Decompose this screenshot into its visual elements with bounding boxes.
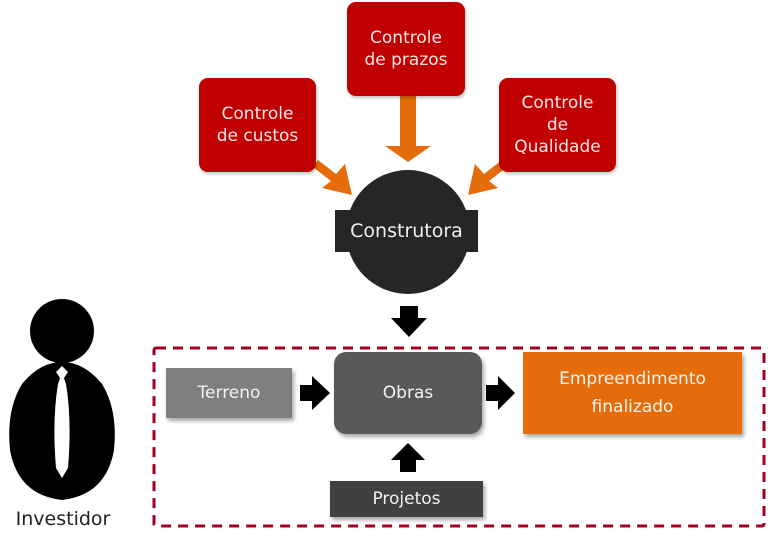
arrow-costs-to-builder: [313, 160, 352, 195]
investor-label: Investidor: [15, 508, 111, 530]
control-quality-label: Controle de Qualidade: [514, 93, 601, 157]
arrow-land-to-works: [300, 376, 330, 410]
finished-label: Empreendimento finalizado: [559, 369, 706, 417]
land-label: Terreno: [197, 383, 261, 403]
control-costs-box: Controle de custos: [199, 78, 316, 172]
investor-icon: [9, 299, 115, 500]
arrow-works-to-finished: [486, 376, 515, 410]
projects-box: Projetos: [330, 481, 483, 517]
projects-label: Projetos: [372, 489, 441, 509]
arrow-quality-to-builder: [468, 160, 507, 195]
builder-label: Construtora: [350, 220, 463, 242]
control-costs-label: Controle de custos: [216, 104, 299, 146]
land-box: Terreno: [166, 368, 292, 418]
control-deadlines-label: Controle de prazos: [364, 28, 448, 70]
control-deadlines-box: Controle de prazos: [347, 2, 465, 96]
arrow-builder-to-works: [391, 306, 427, 337]
works-label: Obras: [382, 383, 434, 403]
project-scope-frame: [152, 346, 766, 528]
finished-box: Empreendimento finalizado: [523, 352, 742, 434]
works-box: Obras: [334, 352, 482, 434]
arrow-projects-to-works: [391, 443, 425, 472]
arrow-deadlines-to-builder: [385, 96, 431, 162]
control-quality-box: Controle de Qualidade: [499, 78, 616, 172]
builder-label-band: Construtora: [335, 210, 478, 252]
